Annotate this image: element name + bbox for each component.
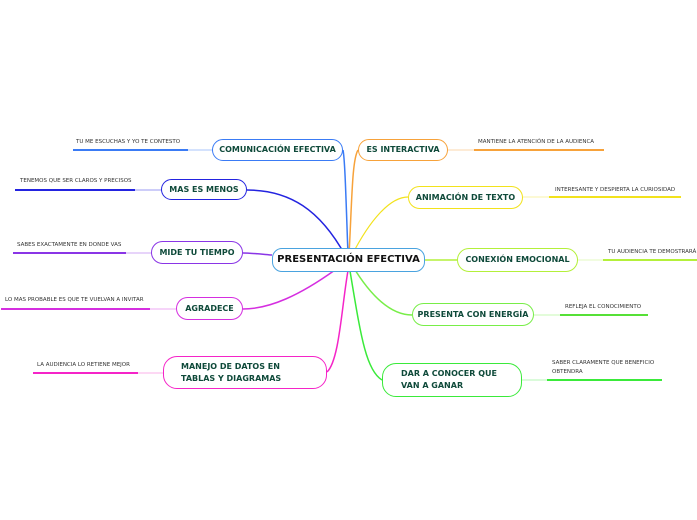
topic-label: COMUNICACIÓN EFECTIVA	[219, 145, 336, 154]
note-agradece[interactable]: LO MAS PROBABLE ES QUE TE VUELVAN A INVI…	[5, 297, 144, 303]
note-dar-a-conocer[interactable]: SABER CLARAMENTE QUE BENEFICIO OBTENDRA	[552, 360, 655, 375]
topic-es-interactiva[interactable]: ES INTERACTIVA	[358, 139, 448, 161]
note-es-interactiva[interactable]: MANTIENE LA ATENCIÓN DE LA AUDIENCA	[478, 139, 595, 145]
topic-comunicacion-efectiva[interactable]: COMUNICACIÓN EFECTIVA	[212, 139, 343, 161]
topic-dar-a-conocer[interactable]: DAR A CONOCER QUE VAN A GANAR	[382, 363, 522, 397]
note-comunicacion[interactable]: TU ME ESCUCHAS Y YO TE CONTESTO	[76, 139, 181, 145]
topic-agradece[interactable]: AGRADECE	[176, 297, 243, 320]
topic-label: MAS ES MENOS	[169, 184, 239, 194]
topic-label: MANEJO DE DATOS EN TABLAS Y DIAGRAMAS	[181, 361, 282, 383]
central-topic-label: PRESENTACIÓN EFECTIVA	[277, 254, 420, 265]
topic-animacion-de-texto[interactable]: ANIMACIÓN DE TEXTO	[408, 186, 523, 209]
topic-label: ES INTERACTIVA	[366, 145, 440, 154]
topic-mide-tu-tiempo[interactable]: MIDE TU TIEMPO	[151, 241, 243, 264]
note-presenta-con-energia[interactable]: REFLEJA EL CONOCIMIENTO	[565, 304, 642, 310]
note-mide-tu-tiempo[interactable]: SABES EXACTAMENTE EN DONDE VAS	[17, 242, 122, 248]
topic-label: DAR A CONOCER QUE VAN A GANAR	[401, 369, 497, 390]
note-manejo-de-datos[interactable]: LA AUDIENCIA LO RETIENE MEJOR	[37, 362, 130, 368]
note-mas-es-menos[interactable]: TENEMOS QUE SER CLAROS Y PRECISOS	[20, 178, 132, 184]
topic-label: AGRADECE	[185, 303, 234, 313]
topic-label: CONEXIÓN EMOCIONAL	[465, 255, 570, 264]
topic-label: ANIMACIÓN DE TEXTO	[415, 192, 516, 202]
topic-conexion-emocional[interactable]: CONEXIÓN EMOCIONAL	[457, 248, 578, 272]
topic-manejo-de-datos[interactable]: MANEJO DE DATOS EN TABLAS Y DIAGRAMAS	[163, 356, 327, 389]
topic-label: PRESENTA CON ENERGÍA	[417, 309, 529, 319]
topic-presenta-con-energia[interactable]: PRESENTA CON ENERGÍA	[412, 303, 534, 326]
note-animacion-de-texto[interactable]: INTERESANTE Y DESPIERTA LA CURIOSIDAD	[555, 187, 676, 193]
topic-mas-es-menos[interactable]: MAS ES MENOS	[161, 179, 247, 200]
central-topic[interactable]: PRESENTACIÓN EFECTIVA	[272, 248, 425, 272]
topic-label: MIDE TU TIEMPO	[159, 247, 235, 257]
note-conexion-emocional[interactable]: TU AUDIENCIA TE DEMOSTRARÁ	[608, 249, 697, 255]
